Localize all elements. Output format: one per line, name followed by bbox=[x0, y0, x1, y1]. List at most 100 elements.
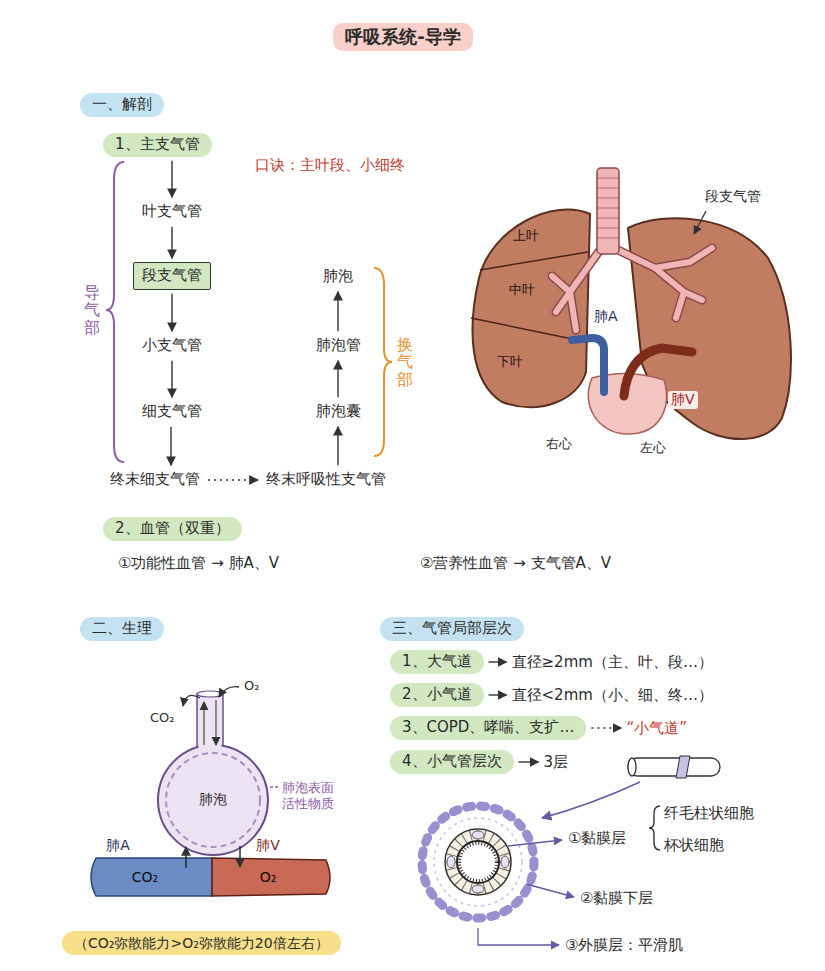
subsection-pill: 3、COPD、哮喘、支扩… bbox=[390, 716, 586, 740]
pulmonary-artery bbox=[572, 338, 604, 392]
airway-term: 肺泡囊 bbox=[312, 401, 365, 423]
trachea bbox=[597, 168, 619, 254]
goblet-cell bbox=[472, 885, 484, 893]
leader-arrow bbox=[694, 211, 706, 234]
node-text: 肺泡管 bbox=[316, 336, 361, 356]
subsection-pill: 2、小气道 bbox=[390, 683, 484, 707]
exchange-arrow bbox=[185, 847, 186, 868]
gas-label: O₂ bbox=[260, 869, 277, 887]
cilia bbox=[460, 844, 497, 881]
vessel-label: 肺V bbox=[256, 837, 280, 855]
airway-term: 终末呼吸性支气管 bbox=[262, 469, 390, 491]
diagram-title: 呼吸系统-导学 bbox=[333, 23, 472, 50]
flow-arrow bbox=[337, 427, 338, 466]
node-text: 4、小气管层次 bbox=[402, 752, 502, 772]
layer-label: ②黏膜下层 bbox=[580, 889, 653, 908]
mnemonic: 口诀：主叶段、小细终 bbox=[255, 156, 405, 175]
airway-tube bbox=[628, 758, 720, 776]
leader-arrow bbox=[478, 928, 559, 945]
pointer-arrows bbox=[489, 662, 622, 762]
lumen bbox=[457, 841, 499, 883]
tube-end bbox=[628, 758, 636, 776]
gas-label: O₂ bbox=[244, 678, 259, 694]
pulmonary-vein bbox=[624, 348, 692, 396]
bracket bbox=[106, 162, 124, 462]
airflow-arrow bbox=[203, 702, 204, 745]
lung-illustration bbox=[471, 168, 791, 439]
part-label: 肺泡表面活性物质 bbox=[282, 780, 338, 811]
airway-term: 叶支气管 bbox=[138, 201, 206, 223]
exchange-arrow bbox=[239, 846, 240, 867]
bronchus-outline bbox=[552, 248, 712, 330]
note-text: ①功能性血管 → 肺A、V bbox=[118, 554, 279, 573]
node-text: 三、气管局部层次 bbox=[392, 619, 512, 639]
node-text: 3、COPD、哮喘、支扩… bbox=[402, 718, 574, 738]
goblet-cell bbox=[447, 856, 455, 868]
node-text: 小支气管 bbox=[142, 336, 202, 356]
flow-arrow bbox=[171, 294, 172, 332]
layer-label: 纤毛柱状细胞 bbox=[664, 804, 754, 823]
note-pill: （CO₂弥散能力>O₂弥散能力20倍左右） bbox=[62, 931, 341, 955]
note-text: ②营养性血管 → 支气管A、V bbox=[420, 554, 611, 573]
layer-label: ③外膜层：平滑肌 bbox=[565, 936, 683, 955]
goblet-cell bbox=[501, 856, 509, 868]
pointer-arrow bbox=[591, 727, 621, 728]
node-text: 2、血管（双重） bbox=[115, 519, 230, 539]
bronchus bbox=[552, 248, 712, 330]
layer-label: 杯状细胞 bbox=[664, 836, 724, 855]
highlight-box: 段支气管 bbox=[133, 262, 211, 290]
pointer-arrow bbox=[542, 782, 640, 818]
flow-arrow bbox=[171, 161, 172, 198]
duct-junction bbox=[199, 738, 222, 758]
bracket bbox=[374, 268, 392, 456]
node-text: 叶支气管 bbox=[142, 202, 202, 222]
pointer-arrow bbox=[489, 661, 507, 662]
node-text: （CO₂弥散能力>O₂弥散能力20倍左右） bbox=[74, 934, 329, 952]
airway-term: 终末细支气管 bbox=[106, 469, 204, 491]
airway-term: 肺泡管 bbox=[312, 335, 365, 357]
node-text: 终末细支气管 bbox=[110, 470, 200, 490]
node-text: 1、主支气管 bbox=[115, 135, 200, 155]
layer-label: ①黏膜层 bbox=[568, 829, 626, 848]
part-label: 段支气管 bbox=[705, 188, 761, 206]
capillary-vein bbox=[212, 858, 330, 896]
section-heading: 二、生理 bbox=[80, 617, 164, 641]
adventitia-cells bbox=[422, 806, 534, 918]
leader-arrow bbox=[526, 884, 574, 897]
node-text: 段支气管 bbox=[142, 266, 202, 286]
epithelial-cells bbox=[451, 835, 505, 889]
pointer-arrow bbox=[519, 761, 539, 762]
flow-arrow bbox=[171, 361, 172, 398]
flow-arrow bbox=[337, 361, 338, 398]
node-text: 肺泡囊 bbox=[316, 402, 361, 422]
flow-arrow bbox=[208, 479, 258, 480]
section-heading: 一、解剖 bbox=[80, 93, 164, 117]
part-label: 左心 bbox=[640, 440, 666, 456]
node-text: 一、解剖 bbox=[92, 95, 152, 115]
airway-term: 小支气管 bbox=[138, 335, 206, 357]
gas-label: CO₂ bbox=[150, 710, 175, 726]
leader-line bbox=[270, 786, 278, 788]
submucosa bbox=[434, 818, 522, 906]
flow-arrow bbox=[337, 292, 338, 332]
part-label: 右心 bbox=[546, 436, 572, 452]
gas-arrow bbox=[183, 695, 200, 706]
gas-arrow bbox=[219, 687, 239, 697]
airway-term: 细支气管 bbox=[138, 401, 206, 423]
airflow-arrow bbox=[215, 700, 216, 745]
note-text: 直径≥2mm（主、叶、段…） bbox=[512, 653, 713, 672]
alveolus bbox=[158, 745, 268, 855]
gas-label: CO₂ bbox=[132, 869, 158, 887]
note-text: 3层 bbox=[544, 753, 569, 772]
subsection-pill: 2、血管（双重） bbox=[103, 517, 242, 541]
note-text: “小气道” bbox=[626, 719, 687, 738]
part-label: 肺泡 bbox=[199, 791, 227, 809]
lobe-fissure bbox=[480, 252, 588, 270]
surfactant-layer bbox=[166, 753, 260, 847]
vessel-label: 肺A bbox=[594, 308, 618, 326]
lobe-label: 中叶 bbox=[509, 282, 535, 298]
node-text: 细支气管 bbox=[142, 402, 202, 422]
bracket-label: 导气部 bbox=[84, 284, 100, 337]
